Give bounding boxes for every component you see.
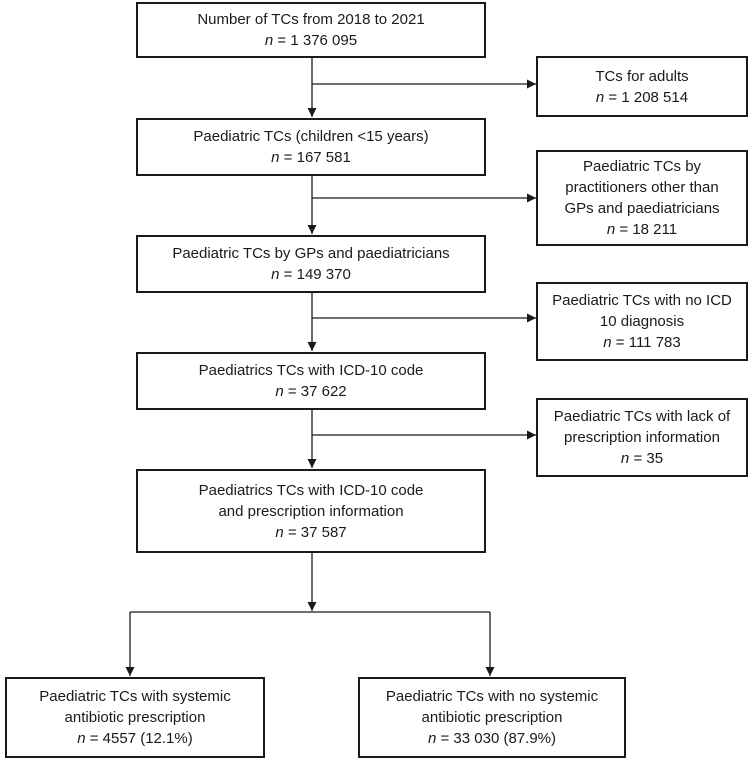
box-no-systemic-antibiotic: Paediatric TCs with no systemic antibiot… — [358, 677, 626, 758]
n-symbol: n — [275, 523, 284, 541]
box-line: Paediatric TCs with lack of — [553, 408, 731, 425]
n-symbol: n — [606, 221, 616, 238]
n-symbol: n — [620, 450, 630, 467]
n-value: = 1 208 514 — [608, 88, 689, 106]
n-symbol: n — [595, 88, 605, 106]
box-line: prescription information — [564, 429, 720, 446]
box-with-icd: Paediatrics TCs with ICD-10 code n = 37 … — [136, 352, 486, 410]
box-line: and prescription information — [218, 502, 404, 520]
n-value: = 149 370 — [283, 266, 351, 283]
box-line: Paediatric TCs with no systemic — [385, 688, 599, 705]
n-symbol: n — [427, 730, 437, 747]
n-symbol: n — [275, 383, 284, 400]
box-line: Paediatrics TCs with ICD-10 code — [198, 481, 424, 499]
box-line: Paediatric TCs with no ICD — [552, 292, 732, 309]
box-line: GPs and paediatricians — [564, 200, 720, 217]
n-value: = 1 376 095 — [277, 32, 358, 49]
n-value: = 37 622 — [287, 383, 347, 400]
n-value: = 167 581 — [283, 149, 351, 166]
box-line: Paediatric TCs by GPs and paediatricians — [172, 245, 450, 262]
box-lack-prescription: Paediatric TCs with lack of prescription… — [536, 398, 748, 477]
box-adults: TCs for adults n = 1 208 514 — [536, 56, 748, 117]
box-line: antibiotic prescription — [421, 709, 563, 726]
box-no-icd: Paediatric TCs with no ICD 10 diagnosis … — [536, 282, 748, 361]
box-line: TCs for adults — [595, 67, 689, 85]
box-line: Paediatrics TCs with ICD-10 code — [198, 362, 424, 379]
box-line: Paediatric TCs (children <15 years) — [193, 128, 429, 145]
box-line: Paediatric TCs with systemic — [39, 688, 231, 705]
box-icd-prescription: Paediatrics TCs with ICD-10 code and pre… — [136, 469, 486, 553]
n-symbol: n — [271, 266, 280, 283]
n-value: = 37 587 — [287, 523, 347, 541]
n-symbol: n — [603, 334, 612, 351]
n-symbol: n — [264, 32, 274, 49]
n-value: = 111 783 — [615, 334, 681, 351]
box-line: Number of TCs from 2018 to 2021 — [197, 11, 425, 28]
box-other-practitioners: Paediatric TCs by practitioners other th… — [536, 150, 748, 246]
n-value: = 35 — [633, 450, 664, 467]
box-gps-paediatricians: Paediatric TCs by GPs and paediatricians… — [136, 235, 486, 293]
box-line: 10 diagnosis — [599, 313, 685, 330]
box-total-tcs: Number of TCs from 2018 to 2021 n = 1 37… — [136, 2, 486, 58]
box-line: Paediatric TCs by — [582, 158, 702, 175]
box-line: antibiotic prescription — [64, 709, 206, 726]
box-paediatric: Paediatric TCs (children <15 years) n = … — [136, 118, 486, 176]
n-symbol: n — [271, 149, 280, 166]
n-symbol: n — [77, 730, 86, 747]
n-value: = 4557 (12.1%) — [89, 730, 193, 747]
n-value: = 18 211 — [619, 221, 678, 238]
n-value: = 33 030 (87.9%) — [440, 730, 557, 747]
box-systemic-antibiotic: Paediatric TCs with systemic antibiotic … — [5, 677, 265, 758]
box-line: practitioners other than — [565, 179, 719, 196]
